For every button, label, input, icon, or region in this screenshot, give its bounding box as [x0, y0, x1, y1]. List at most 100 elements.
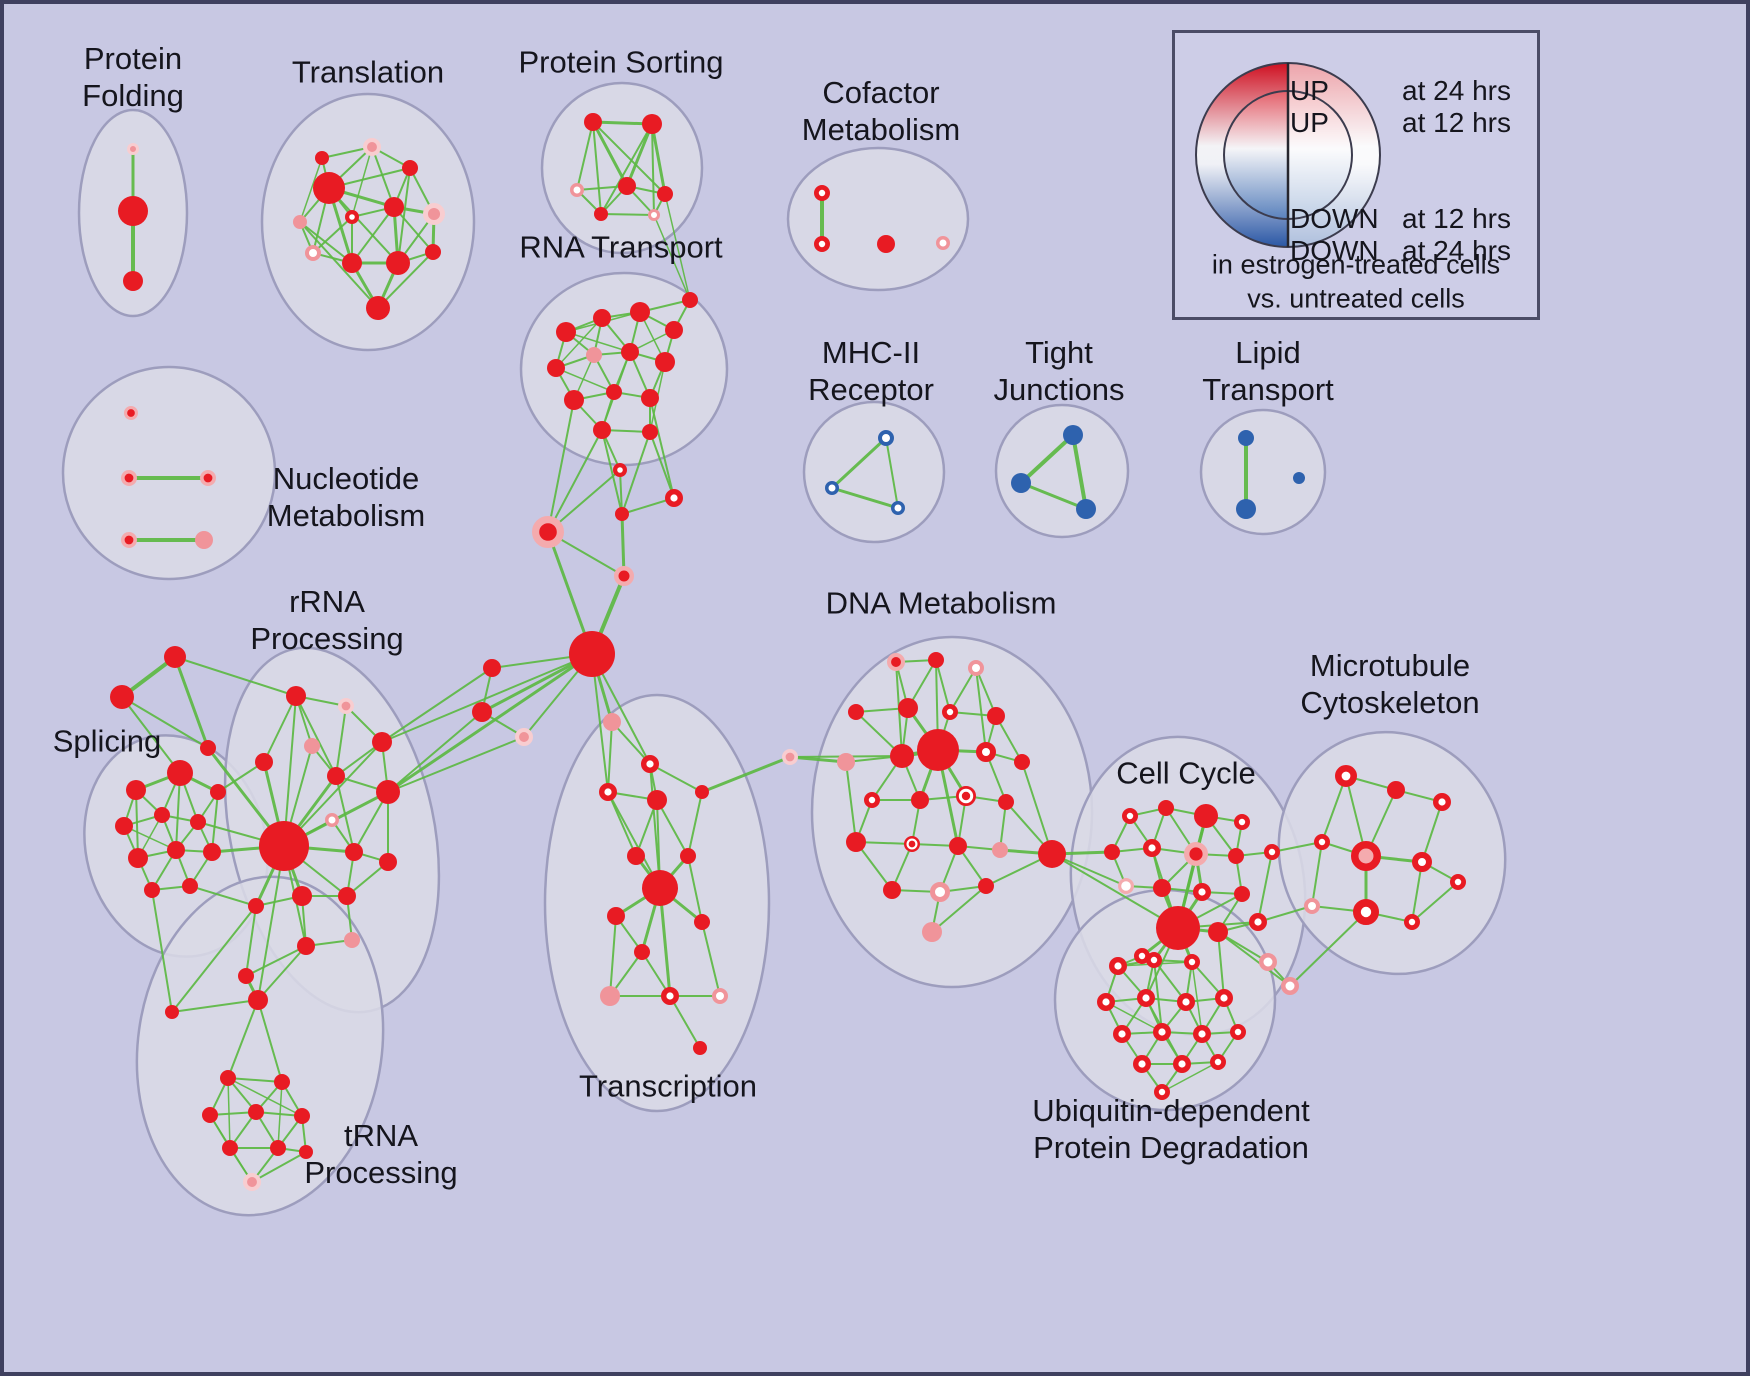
network-cross-edge	[1021, 761, 1053, 855]
network-node-mt-9	[1304, 898, 1320, 914]
network-node-tc-3	[647, 790, 667, 810]
network-node-rr-5	[327, 767, 345, 785]
network-node-cc-5	[1142, 839, 1161, 858]
network-node-rr-8	[325, 813, 339, 827]
network-node-bb-12	[110, 685, 134, 709]
network-edge	[625, 122, 654, 188]
network-node-sp-7	[167, 841, 185, 859]
network-cross-edge	[1257, 905, 1313, 923]
network-edge	[830, 436, 888, 490]
network-node-cc-11	[1192, 883, 1211, 902]
network-node-cc-13	[1156, 906, 1200, 950]
network-node-tl-6	[305, 245, 321, 261]
cluster-cofactor-metabolism	[786, 146, 970, 292]
network-node-ps-5	[594, 207, 608, 221]
network-edge	[1411, 881, 1459, 923]
network-node-rr-9	[345, 843, 363, 861]
network-node-tn-10	[299, 1145, 313, 1159]
node-inner-dot	[908, 840, 916, 848]
network-node-tn-3	[274, 1074, 290, 1090]
network-cross-edge	[653, 214, 691, 301]
network-node-dn-12	[864, 792, 881, 809]
legend-direction-label: UP	[1290, 107, 1329, 138]
network-node-ub-10	[1230, 1024, 1247, 1041]
network-edge	[591, 120, 629, 188]
network-node-mt-5	[1412, 852, 1432, 872]
network-node-rr-6	[376, 780, 400, 804]
network-edge	[949, 667, 977, 713]
network-node-bb-10	[1038, 840, 1066, 868]
network-node-rt-3	[665, 321, 683, 339]
network-node-mt-0	[1335, 764, 1358, 787]
network-edge	[576, 121, 594, 191]
network-cross-edge	[1289, 911, 1367, 987]
network-edge	[135, 789, 139, 859]
network-node-tl-0	[313, 172, 345, 204]
network-cross-edge	[381, 653, 593, 743]
network-node-bb-13	[200, 740, 216, 756]
network-node-tn-8	[270, 1140, 286, 1156]
network-edge	[845, 761, 857, 843]
network-node-rr-10	[292, 886, 312, 906]
network-edge	[651, 123, 655, 216]
network-node-nm-4	[195, 531, 213, 549]
network-node-dn-23	[922, 922, 942, 942]
network-node-dn-16	[846, 832, 866, 852]
network-node-dn-10	[976, 742, 996, 762]
network-node-dn-4	[898, 698, 918, 718]
network-cross-edge	[257, 845, 285, 1001]
network-node-sp-4	[154, 807, 170, 823]
legend-time-label: at 24 hrs	[1402, 75, 1511, 106]
network-edge	[173, 655, 210, 750]
network-cross-edge	[601, 429, 623, 515]
network-node-cc-7	[1228, 848, 1244, 864]
network-cross-edge	[591, 653, 609, 793]
network-node-mt-7	[1353, 899, 1380, 926]
network-node-tn-4	[202, 1107, 218, 1123]
network-node-dn-1	[928, 652, 944, 668]
network-node-bb-7	[472, 702, 492, 722]
network-node-tc-4	[695, 785, 709, 799]
network-cross-edge	[1217, 931, 1291, 987]
network-node-tc-0	[603, 713, 621, 731]
network-node-dn-15	[998, 794, 1014, 810]
network-edge	[263, 695, 297, 763]
network-node-rt-4	[547, 359, 565, 377]
network-node-rr-7	[259, 821, 309, 871]
network-node-tc-10	[634, 944, 650, 960]
network-edge	[885, 437, 899, 509]
network-edge	[1311, 841, 1323, 907]
network-cross-edge	[386, 652, 594, 794]
network-node-mh-2	[891, 501, 905, 515]
network-node-dn-8	[890, 744, 914, 768]
network-node-ub-2	[1184, 954, 1201, 971]
network-node-ub-5	[1176, 993, 1195, 1012]
network-cross-edge	[1051, 853, 1179, 929]
network-node-cc-6	[1183, 842, 1208, 867]
network-edge	[650, 122, 667, 196]
network-node-tn-6	[294, 1108, 310, 1124]
network-node-ub-9	[1192, 1024, 1211, 1043]
network-node-bb-5	[569, 631, 615, 677]
network-cross-edge	[547, 399, 575, 533]
network-cross-edge	[121, 696, 181, 774]
network-edge	[830, 486, 900, 510]
network-node-dn-18	[949, 837, 967, 855]
network-edge	[227, 1077, 283, 1083]
network-node-lt-2	[1293, 472, 1305, 484]
network-node-cc-8	[1264, 844, 1281, 861]
network-node-ub-3	[1096, 993, 1115, 1012]
network-edge	[1071, 433, 1088, 511]
network-edge	[600, 123, 653, 215]
network-edge	[600, 213, 655, 216]
network-cross-edge	[151, 889, 173, 1013]
legend-direction-label: DOWN	[1290, 203, 1379, 234]
network-node-tc-8	[607, 907, 625, 925]
legend-direction-label: UP	[1290, 75, 1329, 106]
network-node-cf-0	[814, 184, 831, 201]
network-node-dn-22	[978, 878, 994, 894]
network-node-tc-14	[693, 1041, 707, 1055]
network-node-tn-7	[222, 1140, 238, 1156]
network-edge	[607, 721, 613, 793]
